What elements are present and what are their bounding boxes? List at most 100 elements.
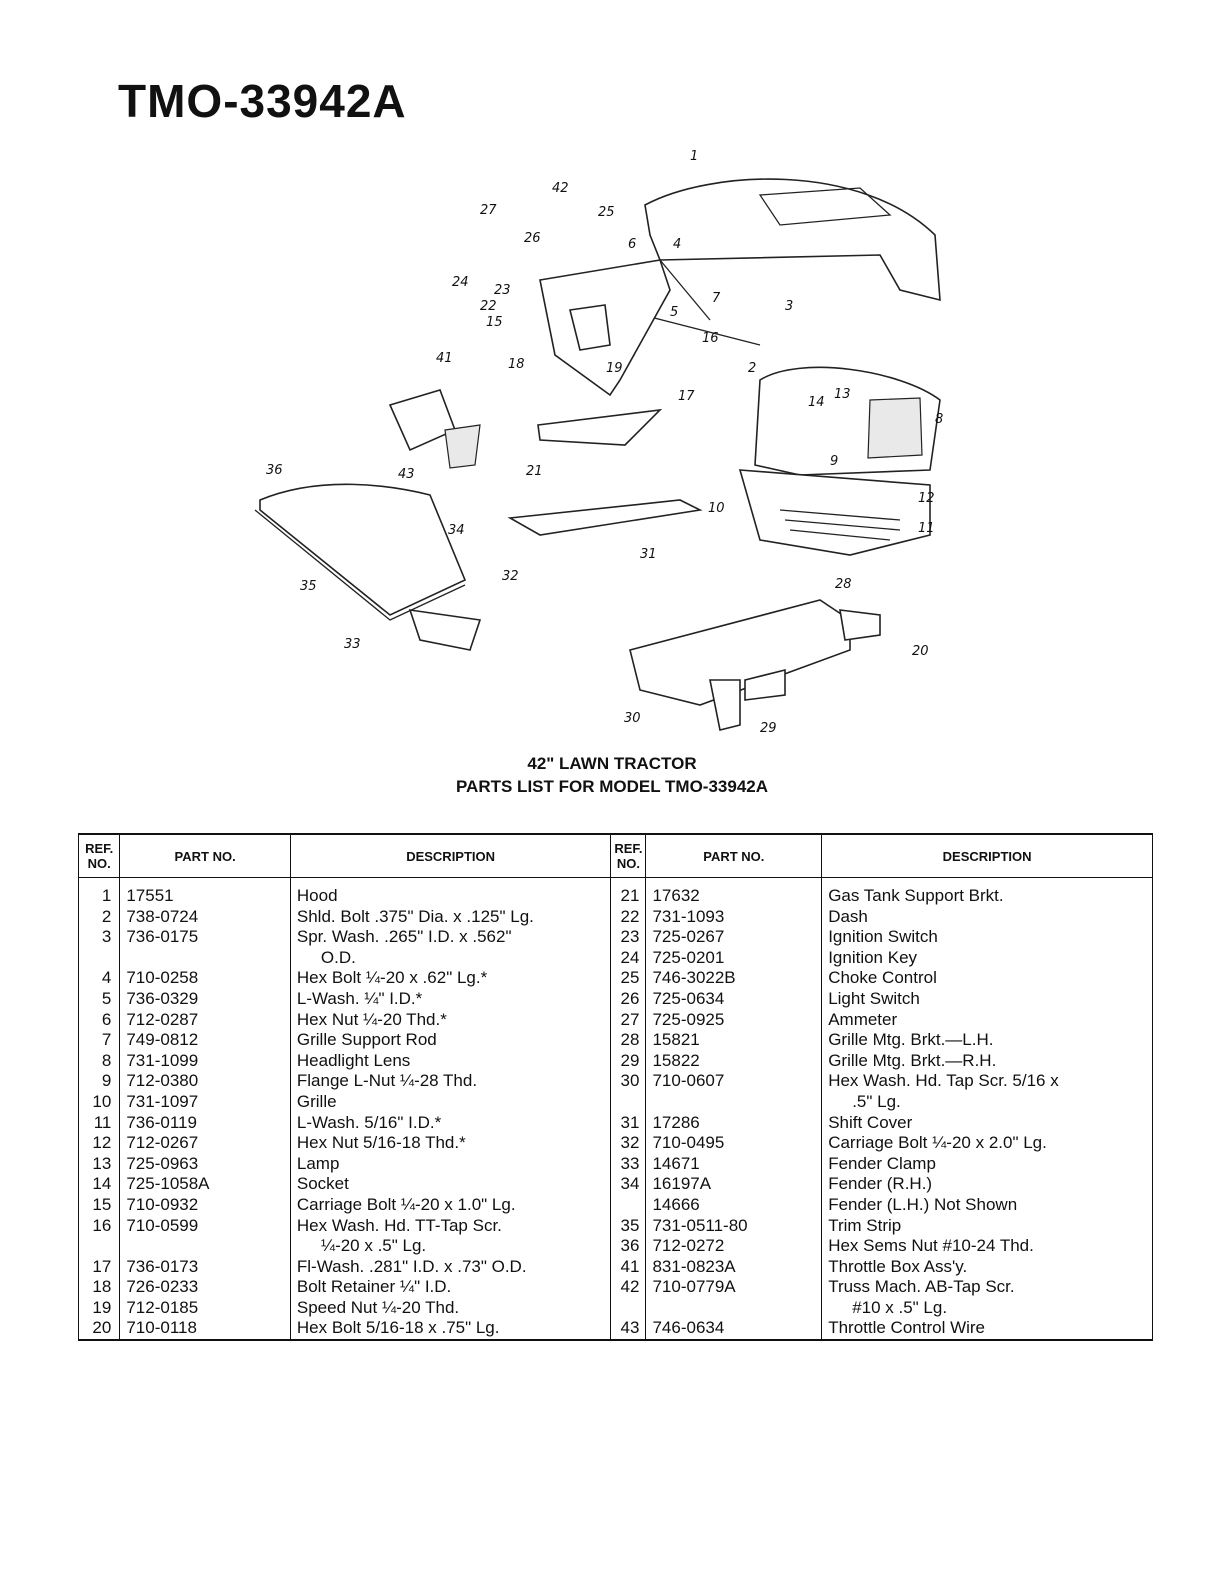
shift-cover-drawing — [507, 499, 703, 536]
description-cell-2: Grille Mtg. Brkt.—R.H. — [821, 1050, 1153, 1072]
description-cell-2: Light Switch — [821, 988, 1153, 1010]
part-cell-2: 831-0823A — [645, 1256, 822, 1278]
description-cell-2: Fender (R.H.) — [821, 1174, 1153, 1195]
ref-cell-2: 24 — [610, 947, 646, 969]
header-ref-no: REF. NO. — [77, 833, 121, 878]
callout-5: 5 — [670, 305, 678, 320]
fender-drawing — [259, 483, 467, 616]
ref-cell-2 — [610, 1194, 646, 1216]
part-cell-2: 725-0267 — [645, 927, 822, 948]
callout-3: 3 — [785, 299, 793, 314]
description-cell: Grille Support Rod — [289, 1030, 611, 1051]
header-description-2: DESCRIPTION — [821, 833, 1153, 878]
gas-tank-support-drawing — [537, 408, 663, 446]
ref-cell: 14 — [92, 1174, 112, 1194]
description-cell: Hex Nut 5/16-18 Thd.* — [289, 1133, 611, 1154]
ref-cell-2: 25 — [610, 968, 646, 989]
hood-drawing — [644, 178, 941, 302]
ref-cell-2: 43 — [610, 1318, 646, 1341]
callout-35: 35 — [300, 579, 317, 594]
part-cell-2 — [645, 1091, 822, 1113]
header-part-no-2: PART NO. — [645, 833, 823, 878]
callout-32: 32 — [502, 569, 519, 584]
part-cell-2: 17286 — [645, 1112, 822, 1134]
description-cell-2: Hex Sems Nut #10-24 Thd. — [821, 1236, 1153, 1257]
description-cell: O.D. — [289, 947, 611, 969]
part-cell-2: 14666 — [645, 1194, 822, 1216]
ref-cell — [79, 948, 120, 969]
part-cell-2 — [645, 1297, 822, 1319]
description-cell-2: .5" Lg. — [821, 1091, 1153, 1113]
callout-17: 17 — [678, 389, 695, 404]
callout-27: 27 — [480, 203, 497, 218]
part-cell: 710-0118 — [119, 1318, 291, 1341]
ref-cell: 7 — [101, 1030, 112, 1050]
description-cell-2: Choke Control — [821, 968, 1153, 989]
table-header-row: REF. NO. PART NO. DESCRIPTION REF. NO. P… — [77, 833, 1153, 878]
callout-9: 9 — [830, 454, 838, 469]
part-cell: 749-0812 — [119, 1030, 291, 1051]
description-cell: Headlight Lens — [289, 1050, 611, 1072]
header-part-no: PART NO. — [119, 833, 291, 878]
callout-22: 22 — [480, 299, 497, 314]
ref-cell-2: 22 — [610, 906, 646, 928]
throttle-box-drawing — [388, 389, 457, 452]
description-cell-2: Trim Strip — [821, 1215, 1153, 1237]
header-ref-no-2: REF. NO. — [610, 833, 647, 878]
ref-cell-2: 28 — [610, 1030, 646, 1051]
part-cell-2: 710-0495 — [645, 1133, 822, 1154]
description-cell-2: Ignition Switch — [821, 927, 1153, 948]
model-title: TMO-33942A — [118, 75, 407, 127]
description-cell-2: Grille Mtg. Brkt.—L.H. — [821, 1030, 1153, 1051]
description-cell: Hood — [289, 877, 611, 907]
callout-36: 36 — [266, 463, 283, 478]
ref-cell: 12 — [92, 1133, 112, 1153]
ref-cell-2: 33 — [610, 1153, 646, 1175]
description-cell: Socket — [289, 1174, 611, 1195]
parts-list-heading: PARTS LIST FOR MODEL TMO-33942A — [455, 777, 769, 796]
description-cell-2: Hex Wash. Hd. Tap Scr. 5/16 x — [821, 1071, 1153, 1092]
ref-cell: 19 — [92, 1297, 112, 1317]
ref-cell-2: 35 — [610, 1215, 646, 1237]
part-cell: 710-0258 — [119, 968, 291, 989]
ref-cell: 9 — [101, 1071, 112, 1091]
ref-cell: 13 — [92, 1153, 112, 1173]
part-cell: 736-0173 — [119, 1256, 291, 1278]
ref-cell-2: 27 — [610, 1009, 646, 1031]
exploded-parts-diagram: 1 2 3 4 5 6 7 8 9 10 11 12 13 14 15 16 1… — [240, 140, 1000, 740]
ref-cell: 8 — [101, 1050, 112, 1070]
callout-19: 19 — [606, 361, 623, 376]
description-cell: Speed Nut ¼-20 Thd. — [289, 1297, 611, 1319]
callout-16: 16 — [702, 331, 719, 346]
description-cell: Grille — [289, 1091, 611, 1113]
ref-cell-2 — [610, 1297, 646, 1319]
part-cell-2: 725-0201 — [645, 947, 822, 969]
callout-42: 42 — [552, 181, 569, 196]
callout-8: 8 — [935, 412, 943, 427]
ref-cell: 16 — [92, 1215, 112, 1235]
part-cell — [119, 1236, 291, 1257]
part-cell: 726-0233 — [119, 1277, 291, 1298]
ref-cell-2: 42 — [610, 1277, 646, 1298]
part-cell: 736-0175 — [119, 927, 291, 948]
callout-33: 33 — [344, 637, 361, 652]
callout-25: 25 — [598, 205, 615, 220]
ref-cell: 4 — [101, 968, 112, 988]
part-cell: 710-0599 — [119, 1215, 291, 1237]
part-cell-2: 712-0272 — [645, 1236, 822, 1257]
callout-12: 12 — [918, 491, 935, 506]
ref-cell-2: 29 — [610, 1050, 646, 1072]
description-cell-2: Fender (L.H.) Not Shown — [821, 1194, 1153, 1216]
part-cell: 17551 — [119, 877, 291, 907]
part-cell-2: 17632 — [645, 877, 822, 907]
part-cell: 712-0287 — [119, 1009, 291, 1031]
part-cell — [119, 947, 291, 969]
